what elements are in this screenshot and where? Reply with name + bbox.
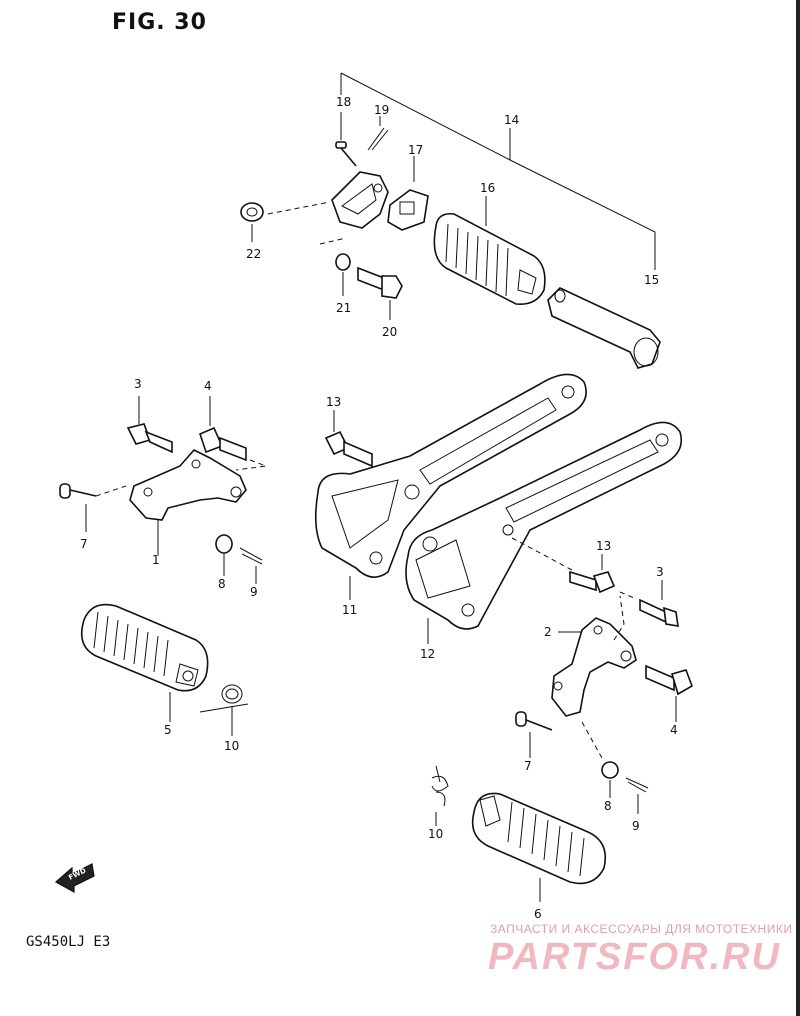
callout-4-left: 4 xyxy=(204,379,212,393)
part-18-pin xyxy=(335,112,357,167)
callout-15: 15 xyxy=(644,273,659,287)
callout-18: 18 xyxy=(336,95,351,109)
callout-22: 22 xyxy=(246,247,261,261)
leader-14 xyxy=(340,72,656,270)
part-3-bolt-left xyxy=(126,396,173,454)
callout-8-right: 8 xyxy=(604,799,612,813)
part-6-footpeg-right xyxy=(471,792,607,902)
part-1-footrest-bracket-left xyxy=(129,449,247,556)
part-10-spring-right xyxy=(431,765,449,826)
right-border xyxy=(796,0,800,1016)
callout-13-upper: 13 xyxy=(326,395,341,409)
callout-3-right: 3 xyxy=(656,565,664,579)
part-3-bolt-right xyxy=(639,580,679,627)
part-21-washer xyxy=(335,253,351,296)
callout-14: 14 xyxy=(504,113,519,127)
callout-17: 17 xyxy=(408,143,423,157)
callout-1: 1 xyxy=(152,553,160,567)
watermark-logo: PARTSFOR.RU xyxy=(488,936,781,978)
callout-9-left: 9 xyxy=(250,585,258,599)
callout-10-left: 10 xyxy=(224,739,239,753)
callout-20: 20 xyxy=(382,325,397,339)
fwd-direction-arrow xyxy=(54,863,95,894)
part-11-rear-bracket-left xyxy=(314,373,587,600)
part-9-cotter-left xyxy=(239,547,263,584)
part-22-nut xyxy=(240,202,264,242)
part-5-footpeg-left xyxy=(80,603,209,722)
part-20-bolt xyxy=(357,266,403,320)
callout-11: 11 xyxy=(342,603,357,617)
callout-8-left: 8 xyxy=(218,577,226,591)
callout-9-right: 9 xyxy=(632,819,640,833)
callout-4-right: 4 xyxy=(670,723,678,737)
part-12-rear-bracket-right xyxy=(405,421,683,644)
part-7-pin-left xyxy=(59,483,127,532)
callout-10-right: 10 xyxy=(428,827,443,841)
part-19-cotter-pin xyxy=(367,116,389,151)
part-bracket-top xyxy=(331,171,389,229)
part-13-bolt-upper xyxy=(324,410,373,468)
callout-3-left: 3 xyxy=(134,377,142,391)
callout-5: 5 xyxy=(164,723,172,737)
part-8-washer-right xyxy=(601,761,619,798)
callout-6: 6 xyxy=(534,907,542,921)
watermark-tagline: ЗАПЧАСТИ И АКСЕССУАРЫ ДЛЯ МОТОТЕХНИКИ xyxy=(490,922,793,936)
figure-title: FIG. 30 xyxy=(112,10,207,35)
part-7-pin-right xyxy=(515,711,553,758)
part-2-footrest-bracket-right xyxy=(551,617,637,717)
part-16-footpeg-rubber xyxy=(433,196,546,306)
model-code: GS450LJ E3 xyxy=(26,934,111,950)
part-4-bolt-left xyxy=(199,396,247,462)
part-10-spring-left xyxy=(199,684,249,736)
callout-16: 16 xyxy=(480,181,495,195)
callout-2: 2 xyxy=(544,625,552,639)
callout-19: 19 xyxy=(374,103,389,117)
part-13-bolt-lower xyxy=(569,554,616,594)
callout-12: 12 xyxy=(420,647,435,661)
part-15-peg-pivot-pin xyxy=(547,287,661,369)
callout-13-lower: 13 xyxy=(596,539,611,553)
callout-7-right: 7 xyxy=(524,759,532,773)
part-4-bolt-right xyxy=(645,664,693,722)
part-17-washer xyxy=(387,156,429,231)
part-9-cotter-right xyxy=(625,777,649,814)
callout-7-left: 7 xyxy=(80,537,88,551)
part-8-washer-left xyxy=(215,534,233,576)
callout-21: 21 xyxy=(336,301,351,315)
